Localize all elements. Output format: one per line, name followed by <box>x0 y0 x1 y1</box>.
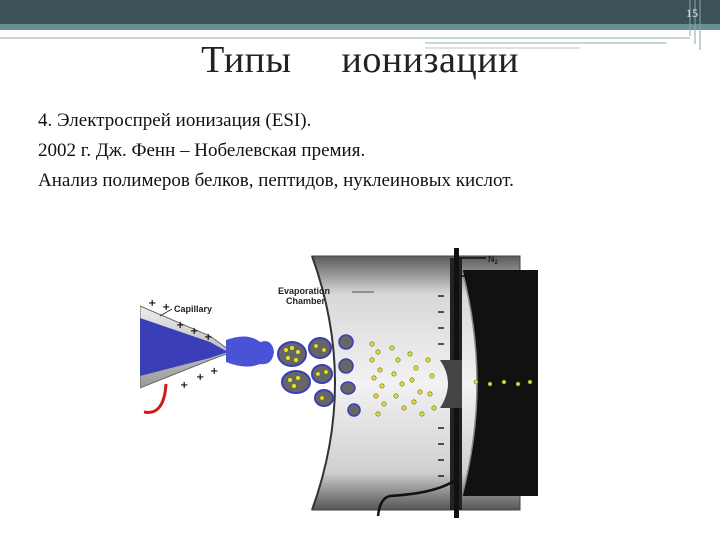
plate-charges <box>438 295 444 477</box>
title-word-ionization: ионизации <box>341 39 519 81</box>
svg-text:+: + <box>148 298 156 309</box>
figure-labels: Capillary Evaporation Chamber <box>159 286 374 317</box>
gas-label: N2 <box>488 254 499 266</box>
capillary-needle <box>140 305 234 389</box>
svg-text:+: + <box>190 326 198 337</box>
evaporation-label-2: Chamber <box>286 296 326 306</box>
evaporation-chamber <box>311 248 538 518</box>
taylor-cone-plume <box>226 336 274 367</box>
gas-inlet: N2 <box>459 254 500 277</box>
ground-cable <box>376 477 459 517</box>
svg-text:+: + <box>180 380 188 391</box>
body-line-3: Анализ полимеров белков, пептидов, нукле… <box>38 170 514 191</box>
title-rule-lines <box>0 37 690 49</box>
corner-decoration <box>689 0 701 50</box>
capillary-label: Capillary <box>174 304 212 314</box>
svg-text:+: + <box>162 302 170 313</box>
charged-droplets <box>277 334 361 417</box>
esi-diagram: N2 + + + + + + + + Capillary Evaporation <box>140 248 538 518</box>
svg-text:+: + <box>196 372 204 383</box>
svg-text:+: + <box>176 320 184 331</box>
high-voltage-wire <box>143 383 168 414</box>
slide-header-bar <box>0 0 720 30</box>
slide-body: 4. Электроспрей ионизация (ESI). 2002 г.… <box>38 106 698 196</box>
body-line-2: 2002 г. Дж. Фенн – Нобелевская премия. <box>38 140 366 161</box>
slide-number: 15 <box>686 6 698 20</box>
title-word-types: Типы <box>201 39 292 81</box>
header-accent-stripe <box>0 24 720 30</box>
ion-particles <box>283 341 533 417</box>
body-line-1: 4. Электроспрей ионизация (ESI). <box>38 110 312 131</box>
evaporation-label-1: Evaporation <box>278 286 330 296</box>
svg-text:+: + <box>204 332 212 343</box>
svg-text:+: + <box>210 366 218 377</box>
page-title: Типы ионизации <box>0 38 720 82</box>
capillary-charges: + + + + + + + + <box>148 298 218 391</box>
